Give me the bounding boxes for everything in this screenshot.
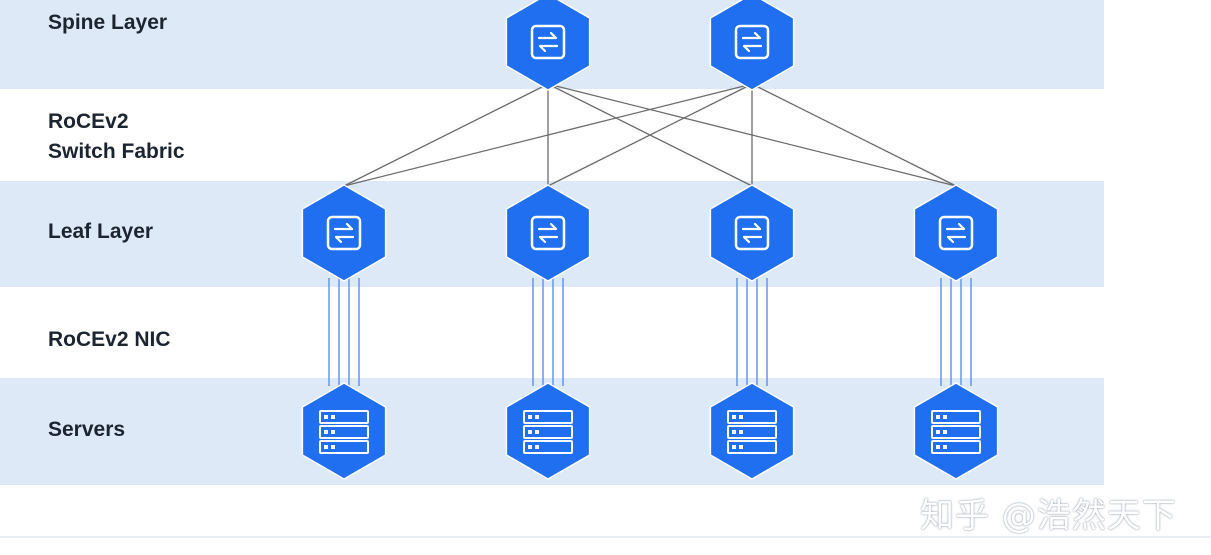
server-rack-icon (319, 410, 369, 454)
leaf-switch-2 (505, 184, 591, 282)
switch-arrows-icon (530, 24, 566, 60)
fabric-link-spine2-leaf2 (547, 83, 753, 187)
nic-label: RoCEv2 NIC (48, 328, 171, 351)
fabric-link-spine2-leaf1 (343, 83, 753, 187)
server-rack-icon (727, 410, 777, 454)
switch-arrows-icon (326, 215, 362, 251)
fabric-link-spine2-leaf4 (751, 83, 957, 187)
switch-arrows-icon (734, 24, 770, 60)
servers-label: Servers (48, 418, 126, 441)
fabric-link-spine1-leaf1 (343, 83, 549, 187)
fabric-label-line1: RoCEv2 (48, 110, 129, 133)
switch-arrows-icon (530, 215, 566, 251)
divider (0, 536, 1211, 538)
server-1 (301, 382, 387, 480)
spine-switch-2 (709, 0, 795, 91)
leaf-switch-4 (913, 184, 999, 282)
fabric-label-line2: Switch Fabric (48, 140, 185, 163)
leaf-switch-1 (301, 184, 387, 282)
spine-layer-label: Spine Layer (48, 11, 168, 34)
server-rack-icon (523, 410, 573, 454)
leaf-switch-3 (709, 184, 795, 282)
server-2 (505, 382, 591, 480)
server-3 (709, 382, 795, 480)
spine-switch-1 (505, 0, 591, 91)
watermark: 知乎 @浩然天下 (920, 496, 1177, 536)
server-4 (913, 382, 999, 480)
switch-arrows-icon (938, 215, 974, 251)
server-rack-icon (931, 410, 981, 454)
leaf-layer-label: Leaf Layer (48, 220, 154, 243)
switch-arrows-icon (734, 215, 770, 251)
